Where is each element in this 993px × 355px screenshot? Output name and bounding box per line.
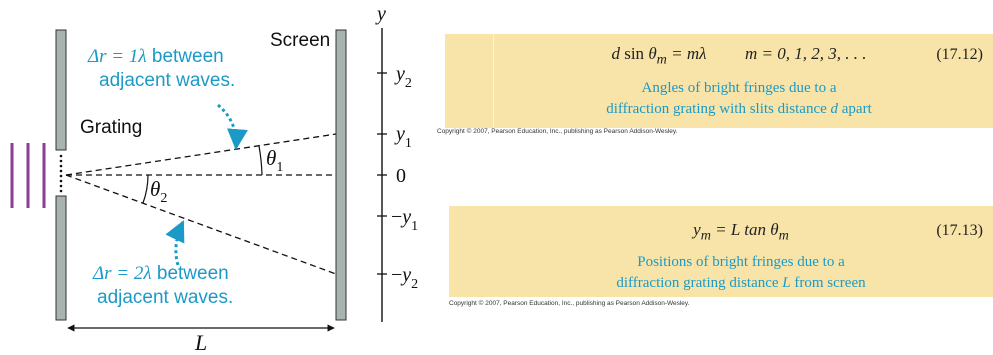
note-2-arrow (165, 220, 185, 266)
copyright-17-12: Copyright © 2007, Pearson Education, Inc… (437, 128, 678, 135)
screen-slab (335, 29, 347, 321)
tick-label-y2: y2 (394, 63, 412, 91)
caption-17-12: Angles of bright fringes due to a diffra… (606, 80, 872, 117)
equation-number-17-13: (17.13) (936, 222, 983, 239)
rays (65, 133, 337, 275)
note-1-arrow (217, 103, 248, 151)
screen-label: Screen (270, 30, 330, 51)
grating-label: Grating (80, 117, 142, 138)
equation-17-13: ym = L tan θm (693, 220, 789, 244)
diffraction-grating-diagram: y y2 y1 0 −y1 −y2 Screen Grating θ1 θ2 L… (10, 3, 418, 355)
equation-box-17-12: d sin θm = mλ m = 0, 1, 2, 3, . . . (17.… (445, 34, 993, 128)
tick-label-y1: y1 (394, 123, 412, 151)
tick-label-neg-y1: −y1 (391, 206, 418, 234)
theta1-arc (258, 145, 263, 176)
equation-number-17-12: (17.12) (936, 46, 983, 63)
copyright-17-13: Copyright © 2007, Pearson Education, Inc… (449, 300, 690, 307)
equation-17-12: d sin θm = mλ m = 0, 1, 2, 3, . . . (611, 44, 867, 68)
tick-label-neg-y2: −y2 (391, 264, 418, 292)
length-label: L (194, 330, 207, 355)
grating-upper-slab (55, 29, 67, 151)
tick-label-zero: 0 (396, 165, 406, 187)
theta2-label: θ2 (150, 177, 167, 206)
y-axis-ticks (377, 72, 387, 275)
caption-17-13: Positions of bright fringes due to a dif… (616, 254, 866, 291)
m-values: m = 0, 1, 2, 3, . . . (745, 44, 867, 63)
grating-lower-slab (55, 195, 67, 321)
equation-box-17-13: ym = L tan θm (17.13) Positions of brigh… (449, 206, 993, 297)
y-axis-label: y (375, 3, 386, 25)
theta1-label: θ1 (266, 146, 283, 175)
ray-second-order (65, 174, 337, 275)
box-divider (493, 34, 494, 128)
ray-first-order (65, 133, 337, 176)
grating-slits (59, 154, 63, 193)
theta2-arc (142, 174, 149, 204)
incident-wavefronts (10, 143, 46, 208)
